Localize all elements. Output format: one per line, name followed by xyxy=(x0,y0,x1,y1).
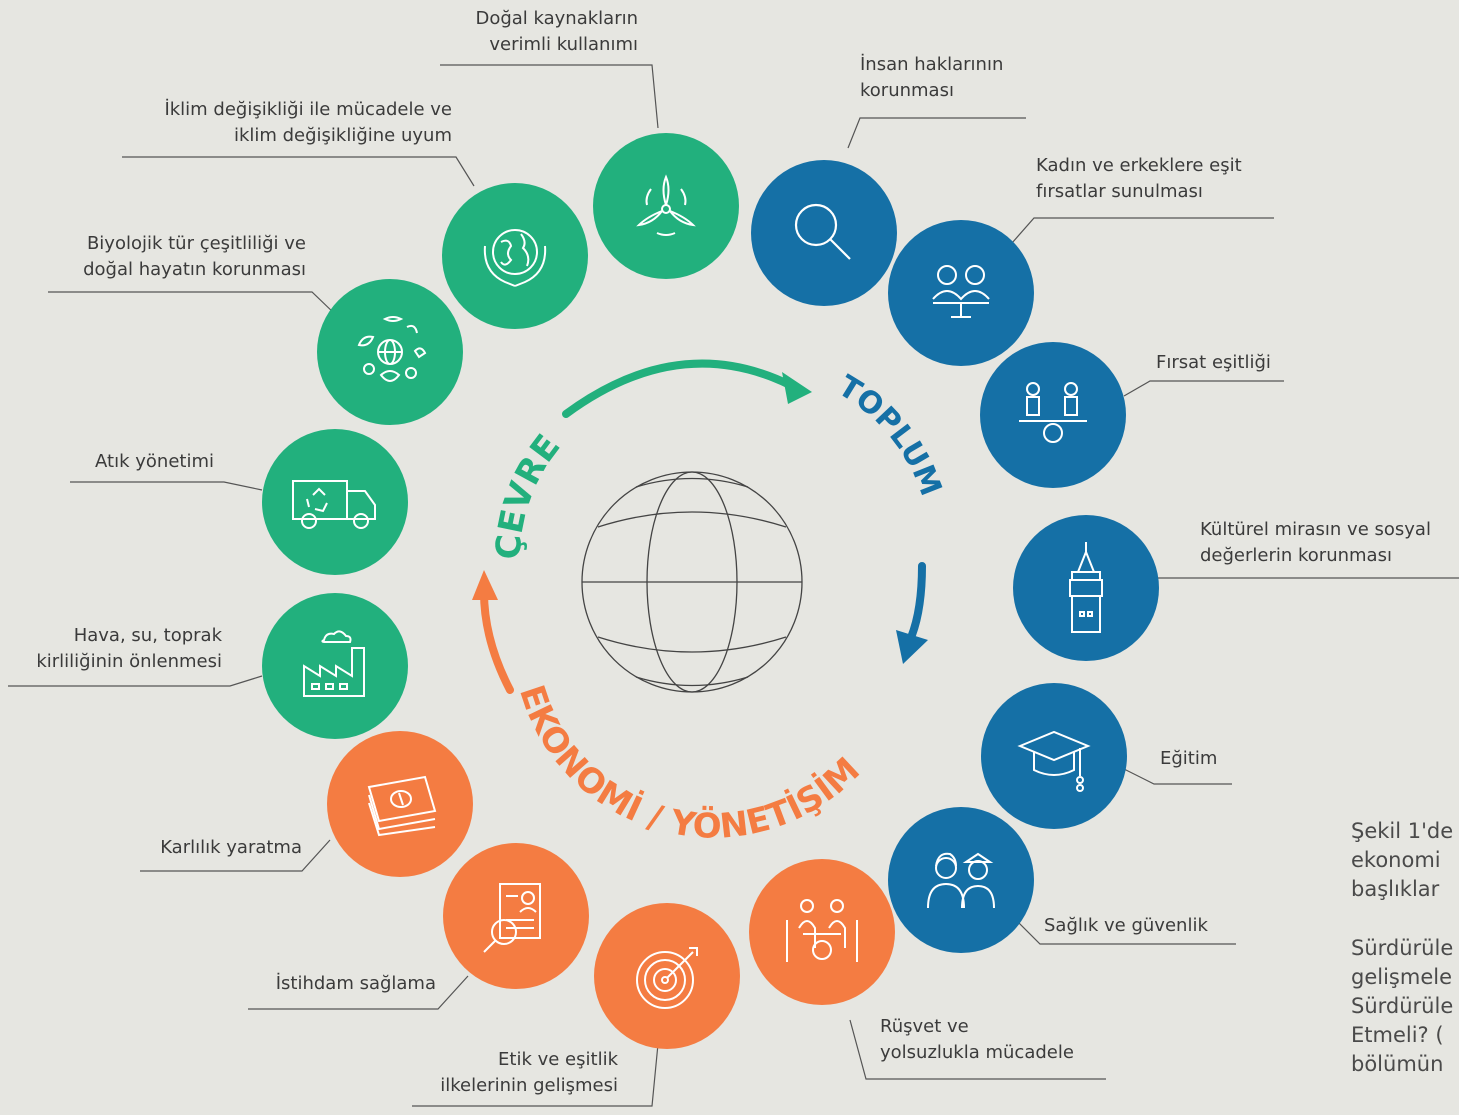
money-stack-icon xyxy=(367,775,437,837)
doctor-police-icon xyxy=(927,852,995,909)
topic-circle-istihdam xyxy=(443,843,589,989)
society-label: TOPLUM xyxy=(832,369,948,501)
graduation-cap-icon xyxy=(1017,730,1091,792)
environment-arrow xyxy=(562,359,796,418)
label-hava-su: Hava, su, toprak kirliliğinin önlenmesi xyxy=(36,625,222,672)
economy-arrowhead xyxy=(472,570,498,600)
topic-circle-firsat xyxy=(980,342,1126,488)
globe-icon xyxy=(581,471,803,693)
side-text-line-7: Etmeli? ( xyxy=(1351,1023,1444,1047)
label-iklim: İklim değişikliği ile mücadele ve iklim … xyxy=(164,99,452,146)
label-kulturel: Kültürel mirasın ve sosyal değerlerin ko… xyxy=(1200,519,1431,566)
topic-circle-insan-haklari xyxy=(751,160,897,306)
topic-circle-etik xyxy=(594,903,740,1049)
topic-circle-saglik xyxy=(888,807,1034,953)
topic-circle-kadin-erkek xyxy=(888,220,1034,366)
label-karlilik: Karlılık yaratma xyxy=(160,837,302,858)
label-biyolojik: Biyolojik tür çeşitliliği ve doğal hayat… xyxy=(83,233,306,280)
label-firsat: Fırsat eşitliği xyxy=(1156,352,1271,373)
wind-turbine-icon xyxy=(636,174,696,236)
recycling-truck-icon xyxy=(292,480,376,529)
economy-arrow xyxy=(480,588,514,694)
topic-circle-egitim xyxy=(981,683,1127,829)
bribery-icon xyxy=(786,899,858,962)
society-arrow xyxy=(906,562,926,644)
topic-circle-rusvet xyxy=(749,859,895,1005)
side-text-line-3: başlıklar xyxy=(1351,877,1440,901)
topic-circle-hava-su xyxy=(262,593,408,739)
economy-label: EKONOMİ / YÖNETİŞİM xyxy=(511,680,868,847)
two-people-icon xyxy=(932,265,990,318)
environment-label: ÇEVRE xyxy=(489,427,569,560)
side-text-line-8: bölümün xyxy=(1351,1052,1444,1076)
label-atik: Atık yönetimi xyxy=(95,451,214,472)
topic-circle-iklim xyxy=(442,183,588,329)
environment-arrowhead xyxy=(782,372,812,404)
biodiversity-icon xyxy=(357,316,427,382)
side-text-line-5: gelişmele xyxy=(1351,965,1452,989)
topic-circle-kulturel xyxy=(1013,515,1159,661)
society-arrowhead xyxy=(896,630,928,664)
label-kadin-erkek: Kadın ve erkeklere eşit fırsatlar sunulm… xyxy=(1036,155,1242,202)
topic-circle-karlilik xyxy=(327,731,473,877)
topic-circle-atik xyxy=(262,429,408,575)
topic-circle-biyolojik xyxy=(317,279,463,425)
label-insan-haklari: İnsan haklarının korunması xyxy=(860,54,1004,101)
label-egitim: Eğitim xyxy=(1160,748,1218,769)
side-text-line-4: Sürdürüle xyxy=(1351,936,1454,960)
side-text-line-2: ekonomi xyxy=(1351,848,1441,872)
label-rusvet: Rüşvet ve yolsuzlukla mücadele xyxy=(880,1016,1074,1063)
resume-search-icon xyxy=(483,883,541,953)
magnifier-icon xyxy=(794,203,851,260)
topic-circle-dogal-kaynaklar xyxy=(593,133,739,279)
seesaw-icon xyxy=(1019,382,1087,443)
label-etik: Etik ve eşitlik ilkelerinin gelişmesi xyxy=(440,1049,618,1096)
side-text-line-1: Şekil 1'de xyxy=(1351,819,1454,843)
label-istihdam: İstihdam sağlama xyxy=(275,973,436,994)
label-saglik: Sağlık ve güvenlik xyxy=(1044,915,1208,936)
globe-in-hands-icon xyxy=(483,229,547,287)
target-icon xyxy=(636,947,698,1009)
side-text-line-6: Sürdürüle xyxy=(1351,994,1454,1018)
label-dogal-kaynaklar: Doğal kaynakların verimli kullanımı xyxy=(475,8,638,55)
factory-icon xyxy=(303,630,365,697)
galata-tower-icon xyxy=(1069,542,1103,633)
